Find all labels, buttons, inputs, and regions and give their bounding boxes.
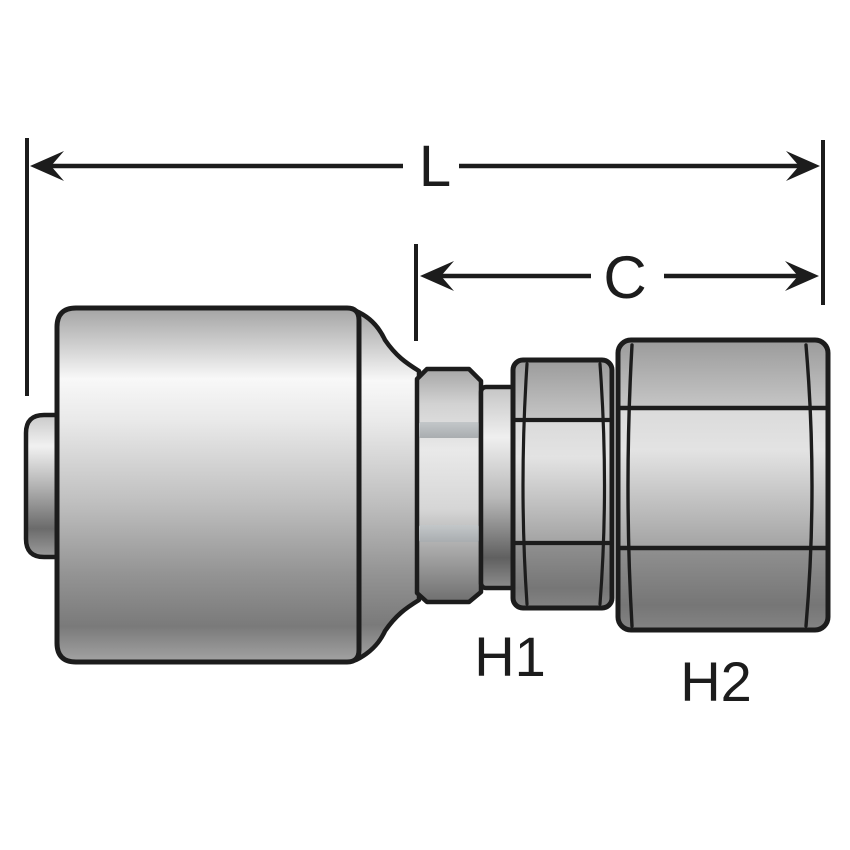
dimension-label-l: L — [418, 134, 452, 199]
arrow-left-icon — [30, 151, 64, 181]
arrow-right-icon — [786, 151, 820, 181]
hex-collar — [414, 366, 484, 605]
hex-nut-h1 — [510, 357, 615, 611]
arrow-right-icon — [785, 261, 819, 291]
dimension-line-c — [420, 261, 819, 291]
ferrule-taper — [353, 308, 422, 663]
dimension-line-l — [30, 151, 820, 181]
hex-label-h1: H1 — [474, 625, 546, 688]
hex-collar-edge-band — [419, 525, 479, 542]
coupling-body — [23, 305, 831, 665]
crimp-ferrule — [54, 305, 362, 665]
hex-label-h2: H2 — [680, 650, 752, 713]
arrow-left-icon — [420, 261, 454, 291]
hex-collar-edge-band — [419, 422, 479, 438]
hex-nut-h2 — [615, 337, 831, 633]
dimension-label-c: C — [603, 244, 647, 311]
